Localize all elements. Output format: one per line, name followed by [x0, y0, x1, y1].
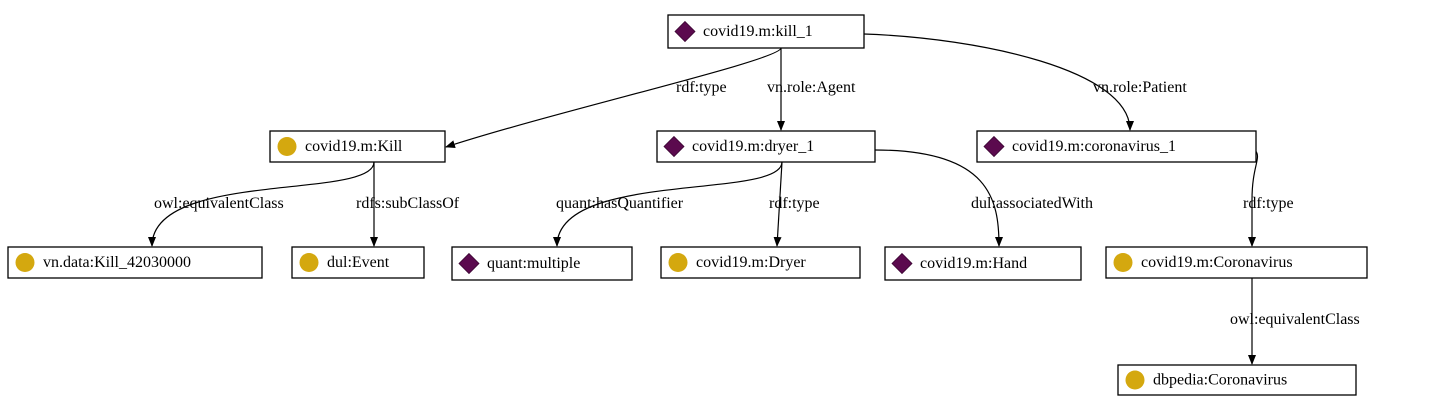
node-Dryer[interactable]: covid19.m:Dryer — [660, 246, 861, 279]
node-label: covid19.m:Kill — [305, 138, 403, 155]
circle-icon — [15, 253, 35, 272]
circle-icon — [299, 253, 319, 272]
node-label: covid19.m:dryer_1 — [692, 138, 814, 155]
node-label: covid19.m:Dryer — [696, 254, 806, 271]
node-box — [667, 14, 865, 49]
node-Event[interactable]: dul:Event — [291, 246, 425, 279]
node-label: dbpedia:Coronavirus — [1153, 372, 1287, 389]
node-label: dul:Event — [327, 254, 390, 271]
edge-arrow — [445, 47, 782, 149]
edge-arrow — [773, 161, 783, 247]
circle-icon — [277, 137, 297, 156]
edge-arrow — [553, 161, 783, 247]
node-label: vn.data:Kill_42030000 — [43, 254, 191, 271]
circle-icon — [1113, 253, 1133, 272]
node-label: covid19.m:kill_1 — [703, 23, 813, 40]
node-kill_1[interactable]: covid19.m:kill_1 — [667, 14, 865, 49]
edge-label: vn.role:Patient — [1093, 79, 1187, 96]
node-label: covid19.m:coronavirus_1 — [1012, 138, 1176, 155]
diamond-icon — [458, 252, 480, 275]
diamond-icon — [891, 252, 913, 275]
edge-arrow — [863, 33, 1134, 131]
diamond-icon — [674, 20, 696, 43]
edge-Kill-Event: rdfs:subClassOf — [356, 162, 460, 247]
circle-icon — [1125, 370, 1145, 390]
circle-icon — [668, 253, 688, 272]
edge-coronavirus_1-Coronavirus: rdf:type — [1243, 149, 1294, 247]
edge-label: dul:associatedWith — [971, 195, 1093, 212]
edge-label: rdf:type — [676, 79, 727, 96]
node-dryer_1[interactable]: covid19.m:dryer_1 — [656, 130, 876, 163]
node-box — [976, 130, 1257, 163]
edge-dryer_1-multiple: quant:hasQuantifier — [553, 161, 783, 247]
node-label: covid19.m:Hand — [920, 255, 1027, 272]
node-Hand[interactable]: covid19.m:Hand — [884, 246, 1082, 281]
node-box — [1105, 246, 1368, 279]
edges-layer: rdf:type vn.role:Agent vn.role:Patient owl:… — [148, 33, 1360, 365]
edge-label: owl:equivalentClass — [154, 195, 284, 212]
node-label: covid19.m:Coronavirus — [1141, 254, 1293, 271]
edge-Coronavirus-dbpCoronavirus: owl:equivalentClass — [1230, 278, 1360, 365]
edge-dryer_1-Hand: dul:associatedWith — [874, 149, 1093, 247]
edge-arrow — [148, 161, 375, 247]
node-box — [451, 246, 633, 281]
edge-arrow — [874, 149, 1003, 247]
edge-label: rdfs:subClassOf — [356, 195, 460, 212]
node-multiple[interactable]: quant:multiple — [451, 246, 633, 281]
edge-kill_1-coronavirus_1: vn.role:Patient — [863, 33, 1187, 131]
node-box — [269, 130, 446, 163]
diamond-icon — [983, 135, 1005, 158]
node-box — [7, 246, 263, 279]
node-box — [1117, 364, 1357, 396]
edge-dryer_1-Dryer: rdf:type — [769, 161, 820, 247]
edge-label: rdf:type — [769, 195, 820, 212]
edge-label: vn.role:Agent — [767, 79, 856, 96]
node-box — [656, 130, 876, 163]
edge-label: rdf:type — [1243, 195, 1294, 212]
node-coronavirus_1[interactable]: covid19.m:coronavirus_1 — [976, 130, 1257, 163]
edge-Kill-Kill_42030000: owl:equivalentClass — [148, 161, 375, 247]
node-Kill[interactable]: covid19.m:Kill — [269, 130, 446, 163]
node-box — [660, 246, 861, 279]
edge-kill_1-Kill: rdf:type — [445, 47, 782, 149]
nodes-layer: covid19.m:kill_1 covid19.m:Kill covid19.m:… — [7, 14, 1368, 396]
node-dbpCoronavirus[interactable]: dbpedia:Coronavirus — [1117, 364, 1357, 396]
edge-label: owl:equivalentClass — [1230, 311, 1360, 328]
diamond-icon — [663, 135, 685, 158]
node-Kill_42030000[interactable]: vn.data:Kill_42030000 — [7, 246, 263, 279]
node-box — [884, 246, 1082, 281]
edge-label: quant:hasQuantifier — [556, 195, 684, 212]
node-label: quant:multiple — [487, 255, 580, 272]
edge-kill_1-dryer_1: vn.role:Agent — [767, 48, 856, 131]
node-Coronavirus[interactable]: covid19.m:Coronavirus — [1105, 246, 1368, 279]
